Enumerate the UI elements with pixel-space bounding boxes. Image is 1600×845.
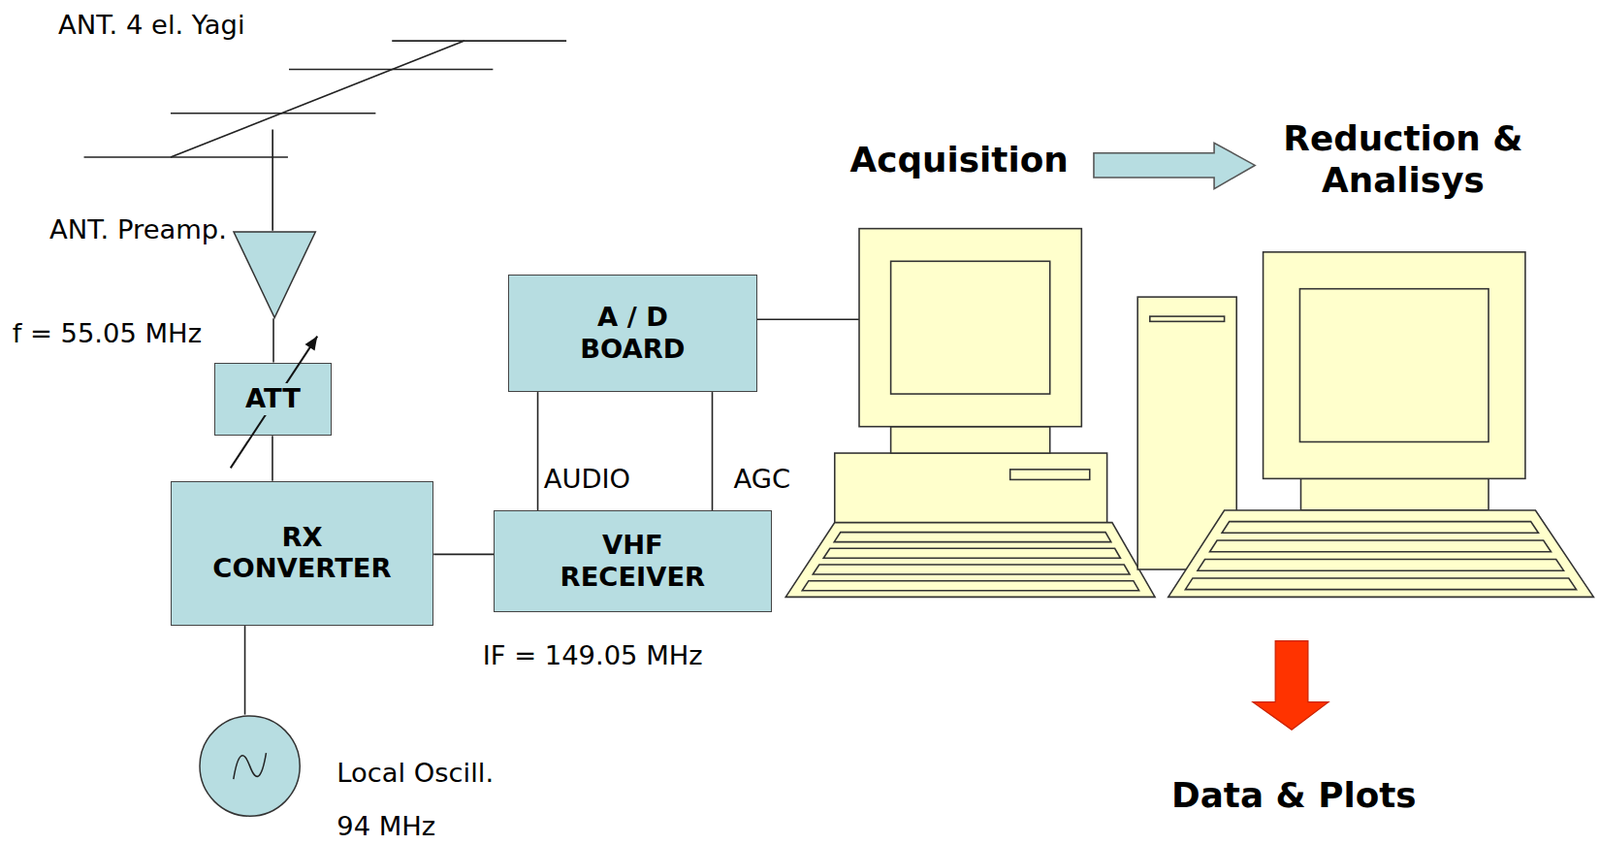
acquisition-computer [785, 228, 1155, 598]
signal-label: AUDIO [542, 463, 633, 496]
drive-slot [1010, 469, 1090, 480]
analysis-computer [1137, 252, 1594, 598]
key-row [823, 547, 1120, 558]
monitor-screen [891, 260, 1051, 394]
monitor [859, 228, 1082, 427]
box-label: VHF RECEIVER [530, 529, 735, 594]
key-row [1210, 540, 1552, 552]
keyboard-rows [801, 532, 1139, 591]
process-box: A / D BOARD [508, 274, 758, 392]
key-row [801, 580, 1139, 591]
antenna-boom [170, 40, 465, 158]
stage-label: Reduction & Analisys [1270, 118, 1536, 202]
if-frequency-label: IF = 149.05 MHz [482, 640, 704, 672]
key-row [1184, 577, 1576, 590]
amplifier-symbol [232, 230, 317, 319]
antenna-element [288, 68, 493, 71]
oscillator-circle: Local Oscill.94 MHz [198, 714, 301, 817]
signal-wire [244, 625, 247, 715]
attenuator-arrow-line [230, 335, 318, 468]
oscillator-circle-outline [199, 715, 300, 816]
sine-symbol [233, 752, 267, 779]
preamp-triangle: ANT. Preamp. [232, 230, 317, 319]
antenna-element [391, 39, 567, 42]
frequency-label: f = 55.05 MHz [12, 318, 202, 351]
signal-label: AGC [731, 463, 793, 496]
oscillator-label: Local Oscill. [336, 757, 494, 790]
key-row [1221, 521, 1538, 534]
key-row [1197, 559, 1565, 572]
antenna-element [170, 112, 376, 115]
keyboard-rows [1184, 521, 1576, 590]
antenna-label: ANT. 4 el. Yagi [58, 9, 246, 42]
signal-wire [711, 391, 714, 511]
frequency-label: 94 MHz [336, 810, 436, 843]
flow-arrow [1093, 142, 1255, 189]
signal-wire [433, 553, 494, 556]
keyboard [785, 522, 1155, 598]
signal-wire [271, 435, 274, 480]
box-label: ATT [241, 383, 305, 416]
process-box: RX CONVERTER [170, 480, 434, 626]
drive-slot [1150, 316, 1225, 321]
antenna-mast [271, 129, 274, 231]
monitor [1263, 252, 1526, 480]
oscillator-symbol [198, 714, 301, 817]
key-row [833, 532, 1112, 543]
box-label: RX CONVERTER [205, 521, 400, 586]
data-cable [757, 318, 860, 320]
attenuator-arrowhead [304, 335, 318, 351]
box-label: A / D BOARD [550, 301, 714, 366]
yagi-antenna [84, 40, 568, 231]
output-label: Data & Plots [1171, 774, 1417, 817]
output-arrow [1252, 640, 1329, 731]
keyboard [1168, 510, 1595, 597]
process-box: VHF RECEIVER [493, 510, 771, 612]
signal-wire [537, 391, 540, 511]
attenuator-box: ATT [214, 362, 332, 437]
monitor-screen [1299, 288, 1489, 443]
key-row [812, 564, 1130, 575]
signal-wire [272, 318, 275, 362]
monitor-neck [891, 426, 1051, 453]
amplifier-label: ANT. Preamp. [49, 214, 227, 247]
antenna-element [84, 156, 288, 159]
amplifier-triangle [233, 231, 316, 318]
stage-label: Acquisition [850, 139, 1069, 182]
monitor-neck [1300, 478, 1489, 511]
